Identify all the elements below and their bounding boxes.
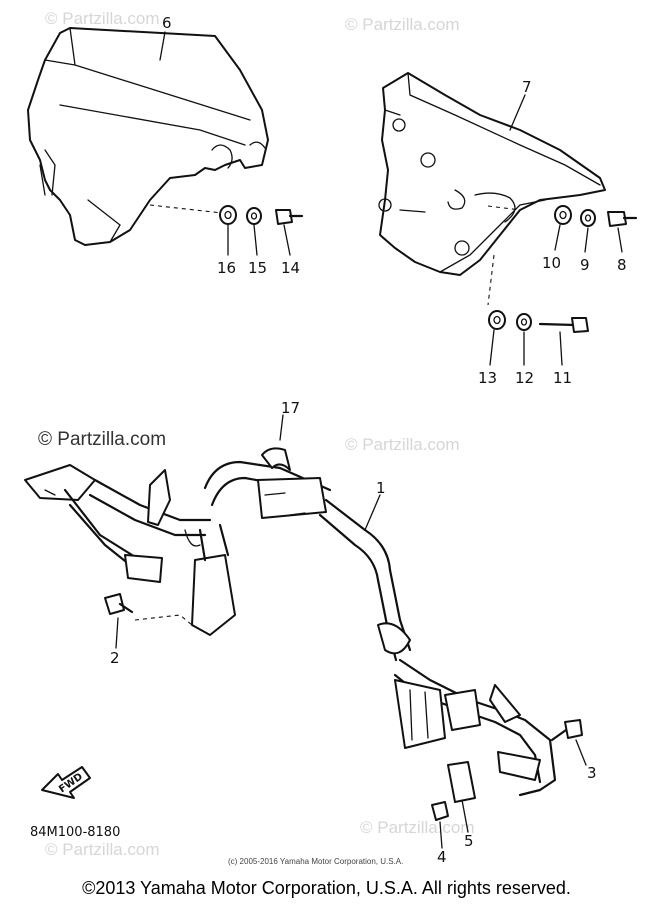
callout-17: 17 [281, 399, 300, 417]
hardware-13-12-11 [488, 310, 589, 366]
callout-7: 7 [522, 78, 532, 96]
watermark: © Partzilla.com [45, 840, 160, 859]
callout-8: 8 [617, 256, 627, 274]
callout-1: 1 [376, 479, 386, 497]
callout-16: 16 [217, 259, 236, 277]
bolt-part-2 [104, 593, 134, 649]
watermark: © Partzilla.com [345, 435, 460, 454]
callout-14: 14 [281, 259, 300, 277]
callout-6: 6 [162, 14, 172, 32]
watermark: © Partzilla.com [345, 15, 460, 34]
side-cover-part [378, 72, 606, 306]
callout-13: 13 [478, 369, 497, 387]
callout-5: 5 [464, 832, 474, 850]
callout-15: 15 [248, 259, 267, 277]
watermark: © Partzilla.com [45, 9, 160, 28]
leader-line [159, 31, 166, 61]
hardware-10-9-8 [554, 205, 638, 253]
callout-10: 10 [542, 254, 561, 272]
clamp-part-17 [261, 414, 291, 471]
nut-part-4 [431, 801, 449, 849]
callout-4: 4 [437, 848, 447, 866]
hardware-16-15-14 [219, 205, 304, 256]
watermark: © Partzilla.com [38, 429, 166, 450]
small-copyright: (c) 2005-2016 Yamaha Motor Corporation, … [228, 857, 403, 866]
callout-9: 9 [580, 256, 590, 274]
forward-arrow-icon: FWD [41, 766, 91, 799]
clip-part-5 [447, 761, 476, 833]
callout-11: 11 [553, 369, 572, 387]
diagram-code: 84M100-8180 [30, 825, 120, 840]
upper-cover-part [27, 27, 269, 246]
leader-line [364, 494, 381, 531]
callout-3: 3 [587, 764, 597, 782]
copyright-notice: ©2013 Yamaha Motor Corporation, U.S.A. A… [82, 878, 571, 898]
callout-12: 12 [515, 369, 534, 387]
leader-line [509, 94, 526, 131]
callout-2: 2 [110, 649, 120, 667]
watermark: © Partzilla.com [360, 818, 475, 837]
frame-stay-part [24, 460, 557, 797]
bolt-part-3 [550, 719, 587, 766]
